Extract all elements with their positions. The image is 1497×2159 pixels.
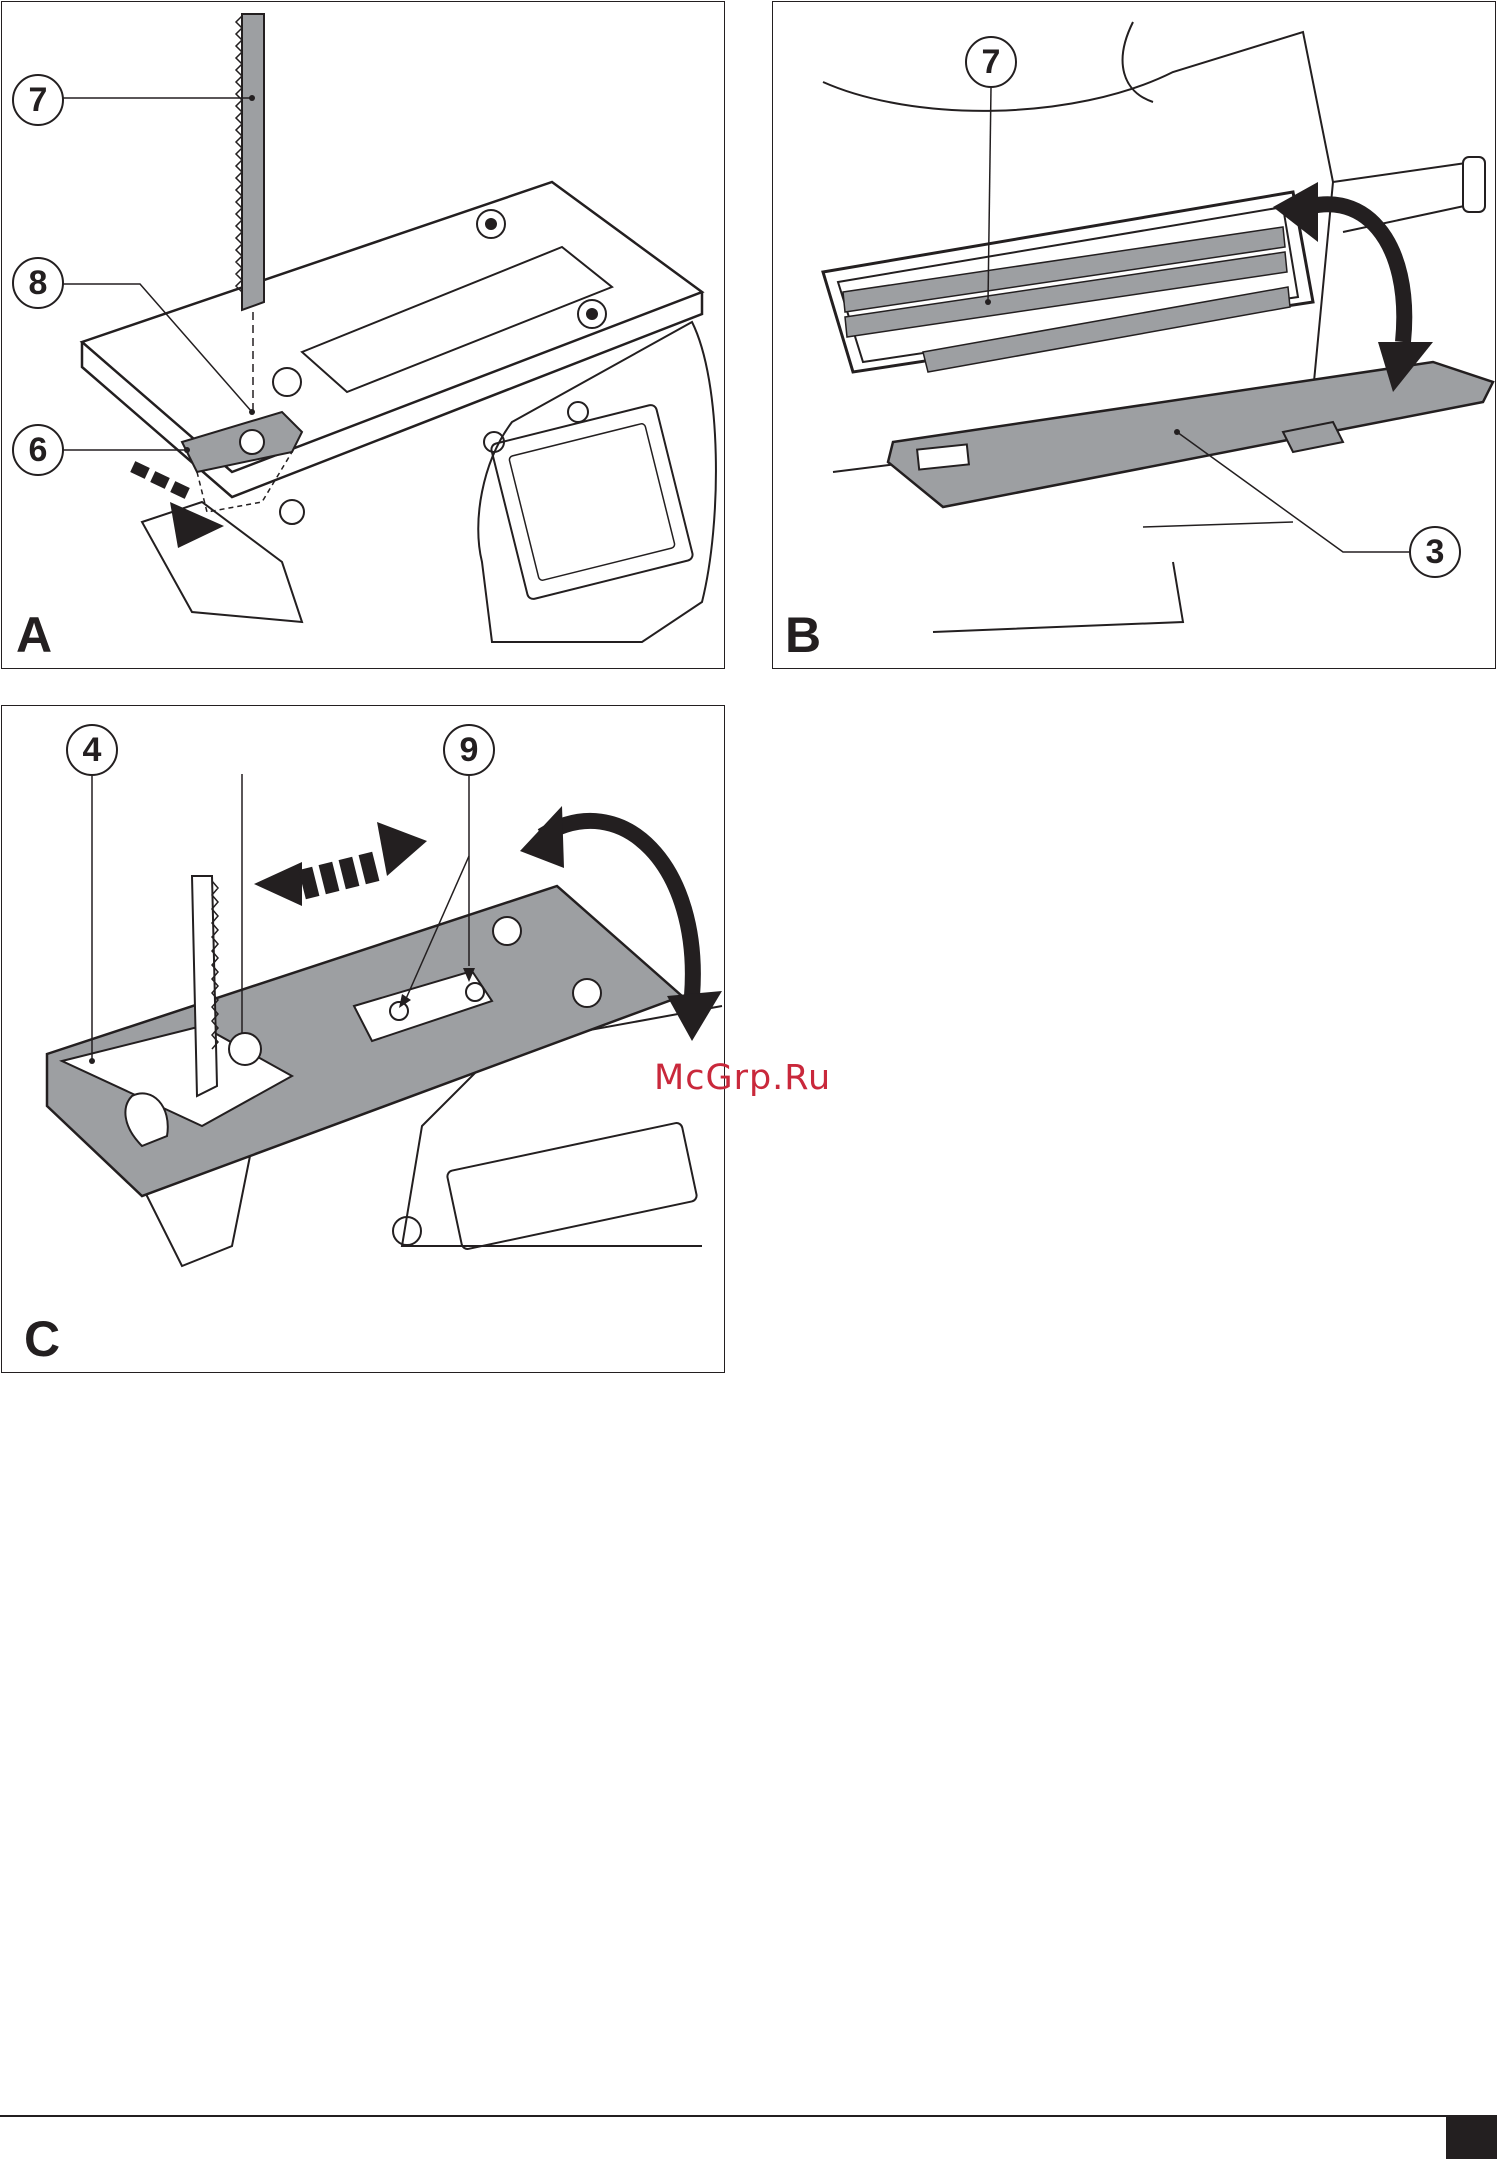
figure-label-a: A <box>16 610 52 660</box>
callout-4: 4 <box>66 724 118 776</box>
watermark: McGrp.Ru <box>654 1058 831 1098</box>
storage-cover-3 <box>888 362 1493 507</box>
tool-body <box>478 322 716 642</box>
callout-7: 7 <box>965 36 1017 88</box>
saw-blade <box>192 876 217 1096</box>
figure-b-illustration <box>773 2 1497 670</box>
figure-c-illustration <box>2 706 726 1374</box>
figure-label-c: C <box>24 1314 60 1364</box>
figure-label-b: B <box>785 610 821 660</box>
tool-window <box>490 404 694 600</box>
figure-c-panel: 4 9 C <box>1 705 725 1373</box>
handle <box>1333 162 1483 232</box>
push-arrow-icon <box>130 461 224 548</box>
footer-page-tab <box>1446 2116 1497 2159</box>
footer-rule <box>0 2115 1497 2117</box>
figure-a-illustration <box>2 2 726 670</box>
callout-8: 8 <box>12 257 64 309</box>
callout-6: 6 <box>12 424 64 476</box>
shoe-plate <box>82 182 702 472</box>
slide-arrow-icon <box>254 822 427 906</box>
saw-blade-7 <box>242 14 264 310</box>
tool-window <box>446 1122 697 1250</box>
callout-7: 7 <box>12 74 64 126</box>
callout-3: 3 <box>1409 526 1461 578</box>
callout-9: 9 <box>443 724 495 776</box>
figure-a-panel: 7 8 6 A <box>1 1 725 669</box>
figure-b-panel: 7 3 B <box>772 1 1496 669</box>
